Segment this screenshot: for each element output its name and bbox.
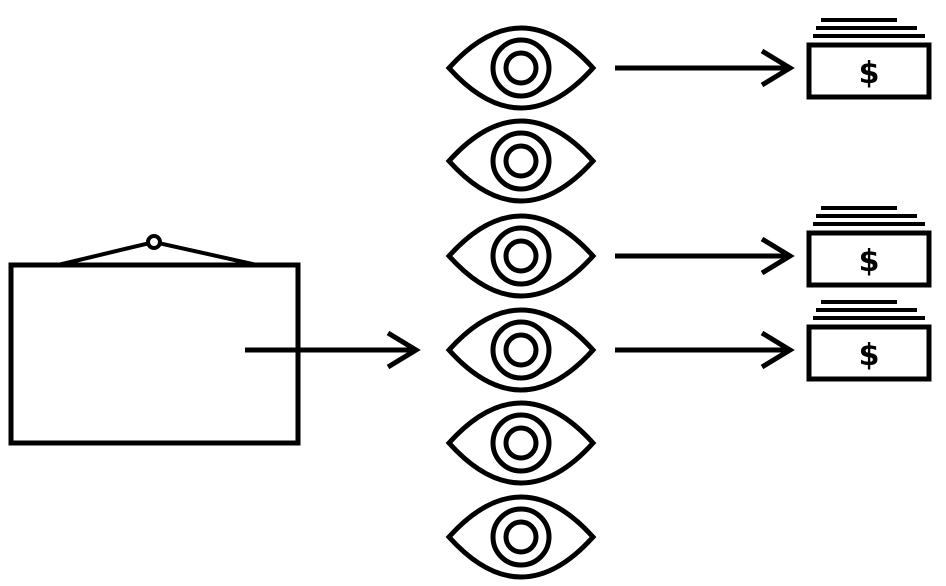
money-stack-icon: $	[809, 208, 929, 285]
viewer-to-payment-arrow	[615, 239, 790, 273]
eye-icon	[449, 121, 593, 201]
dollar-symbol: $	[859, 338, 880, 373]
dollar-symbol: $	[859, 244, 880, 279]
hanging-picture-frame	[8, 234, 301, 446]
eye-icon	[449, 310, 593, 390]
eye-icon	[449, 497, 593, 577]
money-stack-icon: $	[809, 20, 929, 97]
viewer-to-payment-arrow	[615, 333, 790, 367]
frame-hanging-nail	[146, 234, 162, 250]
picture-frame	[8, 262, 301, 446]
eye-icon	[449, 403, 593, 483]
frame-to-viewers-arrow	[245, 333, 416, 367]
money-stack-icon: $	[809, 302, 929, 379]
viewer-to-payment-arrow	[615, 51, 790, 85]
eye-icon	[449, 216, 593, 296]
eye-icon	[449, 28, 593, 108]
dollar-symbol: $	[859, 56, 880, 91]
